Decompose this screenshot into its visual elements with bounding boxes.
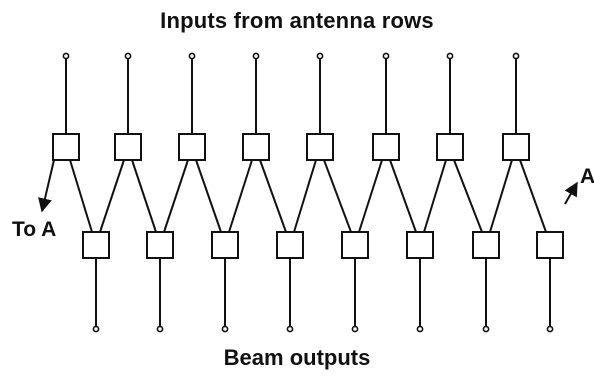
top-coupler-box	[178, 133, 206, 161]
cross-line	[358, 159, 383, 233]
outputs-title: Beam outputs	[223, 345, 371, 370]
cross-line	[453, 159, 483, 233]
top-coupler-box	[436, 133, 464, 161]
cross-line	[389, 159, 417, 233]
bottom-coupler-box	[536, 231, 564, 259]
top-coupler-box	[52, 133, 80, 161]
bottom-coupler-box	[276, 231, 304, 259]
output-terminal	[482, 325, 490, 333]
output-terminal	[221, 325, 229, 333]
top-coupler-box	[372, 133, 400, 161]
input-terminal	[446, 52, 454, 60]
cross-line	[163, 159, 189, 233]
cross-line	[293, 159, 317, 233]
a-arrow	[564, 181, 578, 205]
bottom-coupler-box	[341, 231, 369, 259]
bottom-coupler-box	[211, 231, 239, 259]
a-label: A	[580, 165, 594, 188]
cross-line	[519, 159, 547, 233]
output-terminal	[286, 325, 294, 333]
input-terminal	[124, 52, 132, 60]
output-terminal	[546, 325, 554, 333]
input-terminal	[252, 52, 260, 60]
output-terminal	[351, 325, 359, 333]
cross-line	[228, 159, 253, 233]
cross-line	[489, 159, 513, 233]
cross-line	[131, 159, 157, 233]
top-coupler-box	[502, 133, 530, 161]
top-coupler-box	[114, 133, 142, 161]
connection-lines	[62, 52, 554, 333]
input-terminal	[188, 52, 196, 60]
cross-line	[423, 159, 447, 233]
output-terminal	[416, 325, 424, 333]
coupler-boxes	[52, 133, 564, 259]
cross-line	[259, 159, 287, 233]
input-terminal	[382, 52, 390, 60]
output-terminal	[92, 325, 100, 333]
cross-line	[99, 159, 125, 233]
cross-line	[323, 159, 352, 233]
to-a-label: To A	[12, 218, 57, 241]
input-terminal	[62, 52, 70, 60]
arrows	[38, 159, 578, 213]
input-terminal	[316, 52, 324, 60]
top-coupler-box	[242, 133, 270, 161]
cross-line	[195, 159, 222, 233]
bottom-coupler-box	[406, 231, 434, 259]
cross-line	[69, 159, 93, 233]
inputs-title: Inputs from antenna rows	[160, 8, 434, 33]
bottom-coupler-box	[146, 231, 174, 259]
output-terminal	[156, 325, 164, 333]
input-terminal	[512, 52, 520, 60]
bottom-coupler-box	[82, 231, 110, 259]
to-a-arrow	[38, 159, 55, 213]
bottom-coupler-box	[472, 231, 500, 259]
top-coupler-box	[306, 133, 334, 161]
